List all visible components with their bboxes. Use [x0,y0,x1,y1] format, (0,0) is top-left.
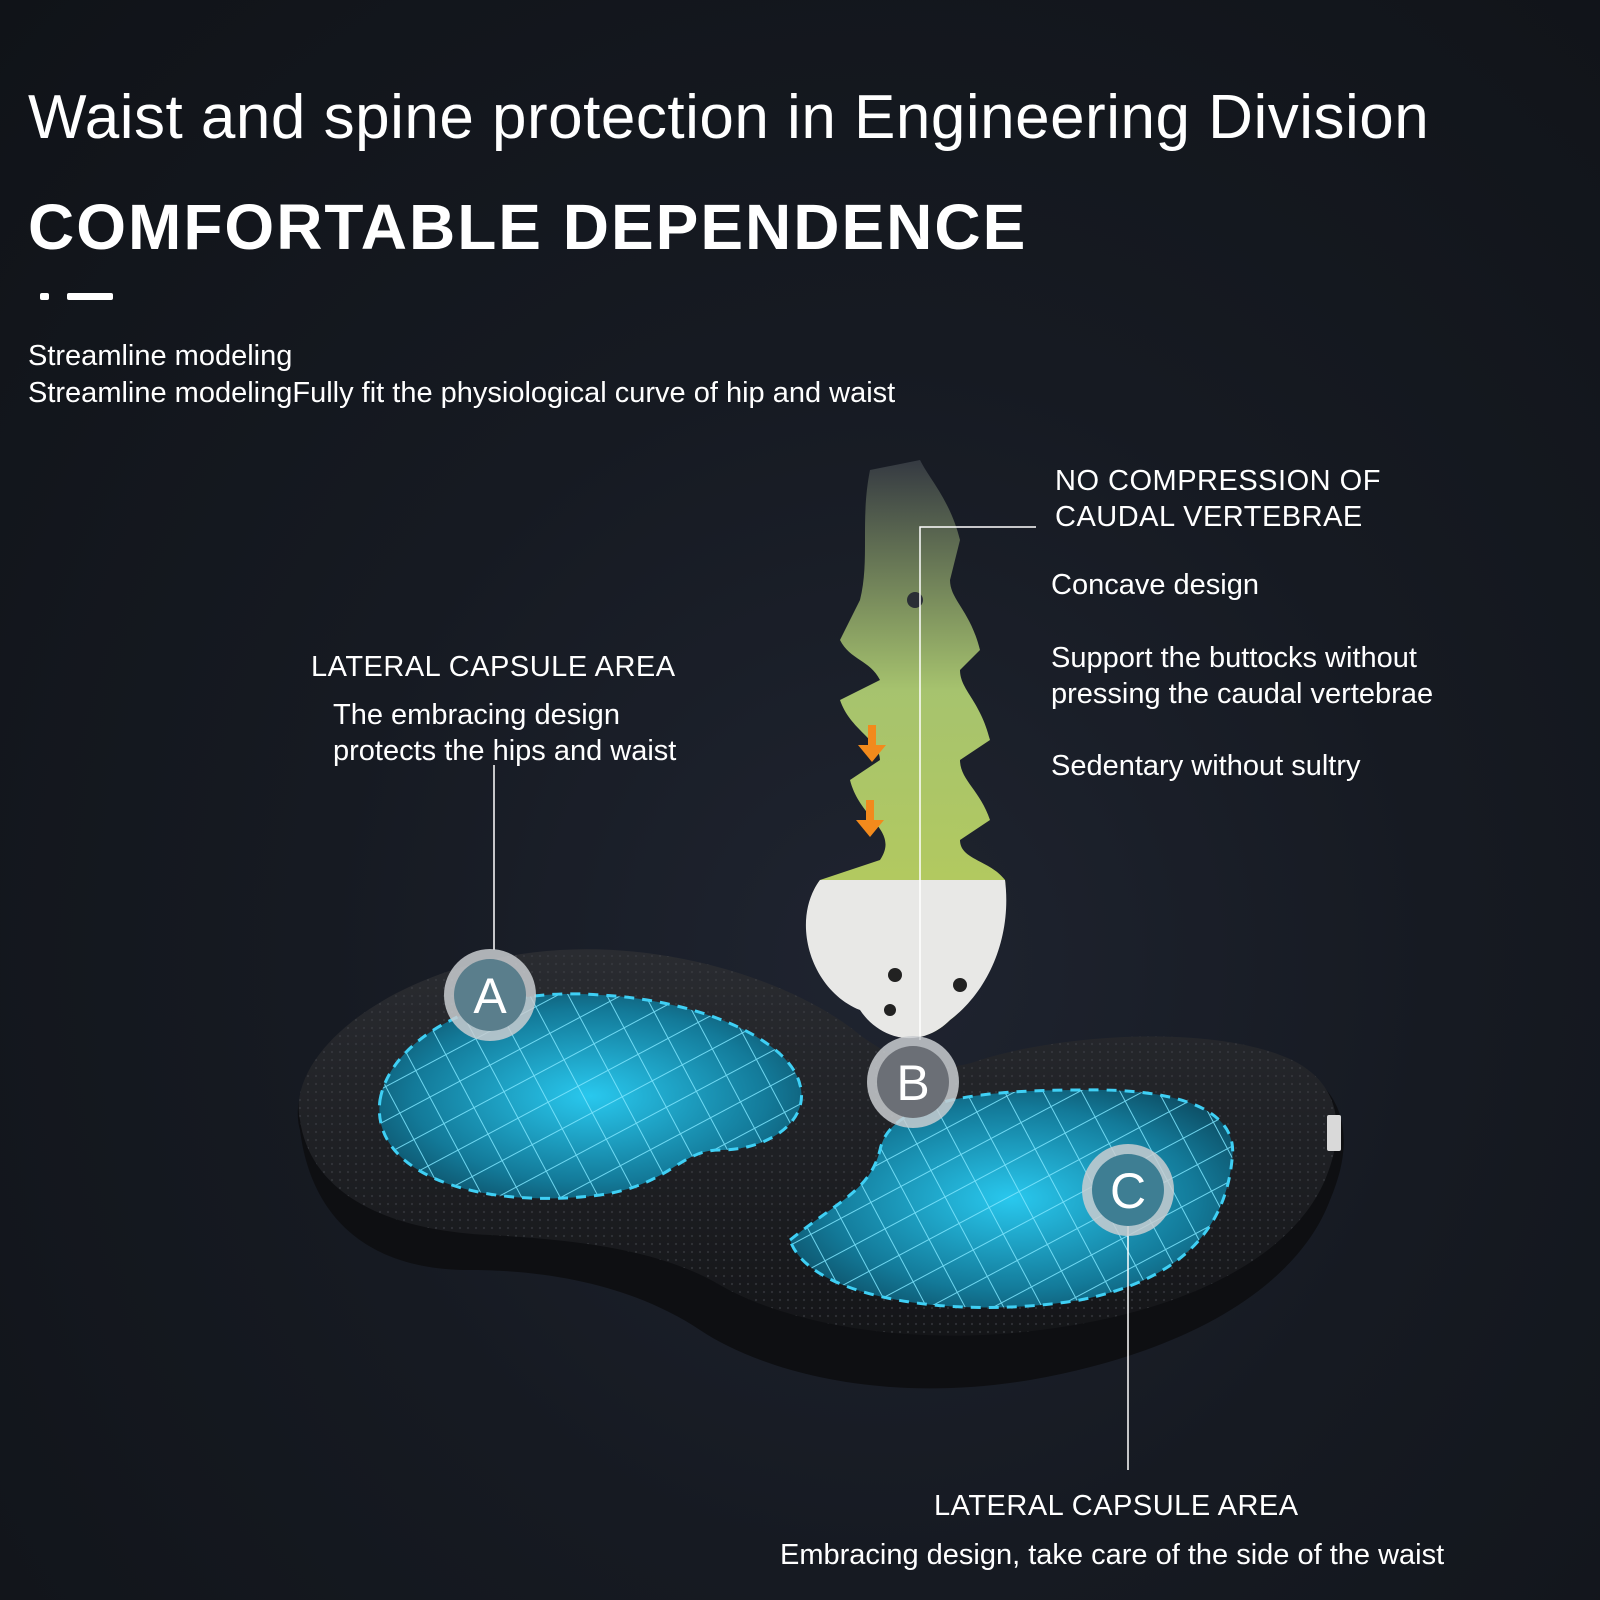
subheadline: COMFORTABLE DEPENDENCE [28,191,1028,263]
callout-a-body-line-2: protects the hips and waist [333,735,677,767]
badge-c-label: C [1110,1163,1146,1219]
callout-b-feature-2-line-1: Support the buttocks without [1051,642,1417,674]
headline: Waist and spine protection in Engineerin… [28,83,1430,152]
callout-b-title: NO COMPRESSION OF CAUDAL VERTEBRAE [1055,463,1381,535]
callout-a-body-line-1: The embracing design [333,699,620,731]
badge-c: C [1082,1144,1174,1236]
callout-b-feature-2: Support the buttocks without pressing th… [1051,640,1433,712]
divider-dash [67,293,113,300]
callout-c-body: Embracing design, take care of the side … [780,1539,1445,1571]
callout-a-body: The embracing design protects the hips a… [333,697,676,769]
badge-a: A [444,949,536,1041]
intro-text: Streamline modeling Streamline modelingF… [28,338,895,412]
callout-b-feature-2-line-2: pressing the caudal vertebrae [1051,678,1434,710]
callout-c-title: LATERAL CAPSULE AREA [934,1490,1299,1522]
spine-model [805,460,1007,1039]
intro-line-1: Streamline modeling [28,340,293,372]
callout-a-title: LATERAL CAPSULE AREA [311,651,676,683]
badge-a-label: A [473,968,507,1024]
intro-line-2: Streamline modelingFully fit the physiol… [28,377,896,409]
callout-b-feature-1: Concave design [1051,569,1259,601]
badge-b-label: B [896,1055,929,1111]
leader-line-b [919,526,1036,1040]
badge-b: B [867,1036,959,1128]
divider-dot [40,293,49,300]
dot-dash-divider [40,292,120,302]
callout-b-feature-3: Sedentary without sultry [1051,750,1361,782]
callout-b-title-line-1: NO COMPRESSION OF [1055,465,1381,497]
callout-b-title-line-2: CAUDAL VERTEBRAE [1055,501,1363,533]
